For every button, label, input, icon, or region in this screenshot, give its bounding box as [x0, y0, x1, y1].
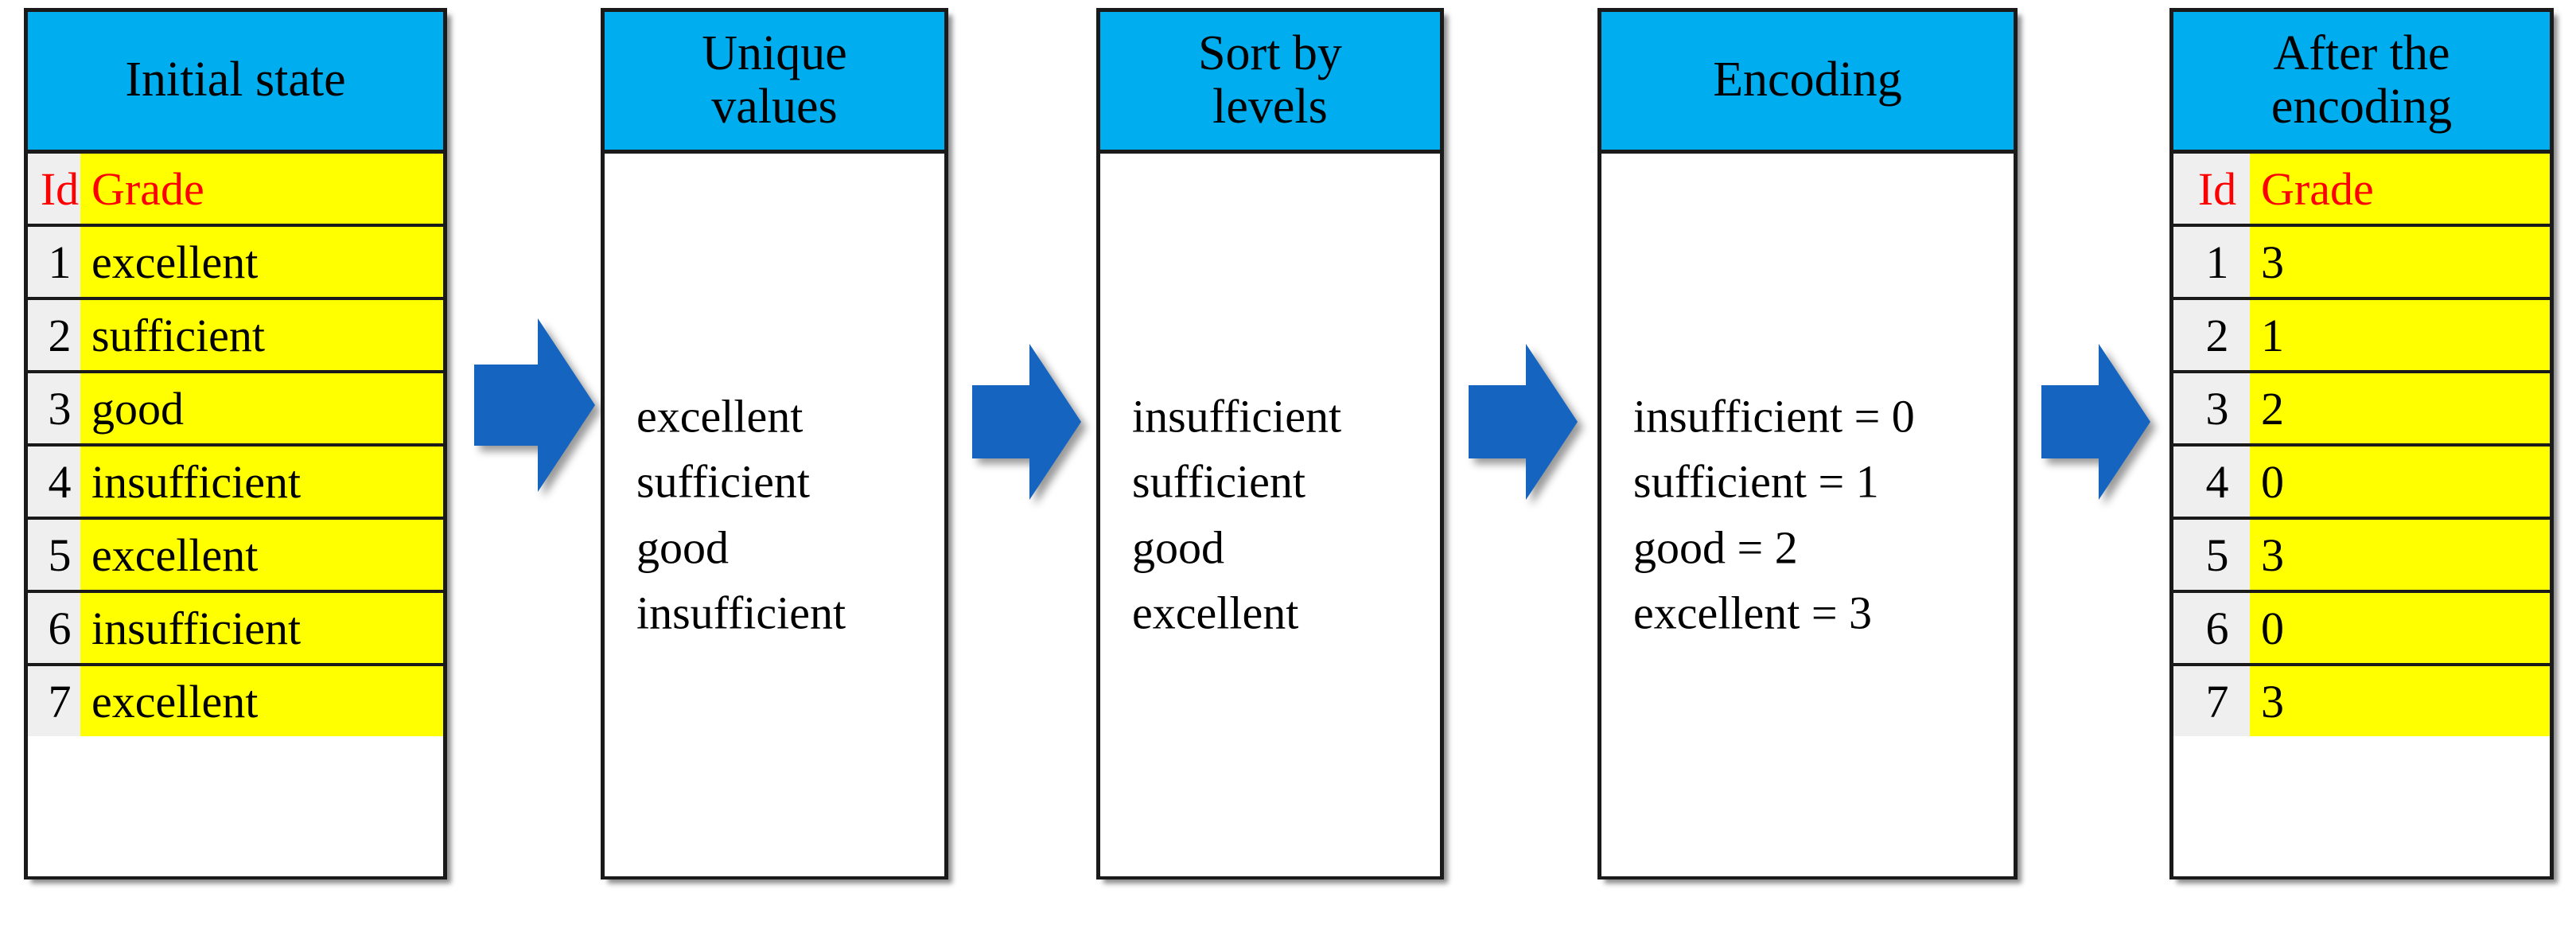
cell-id: 1 — [2173, 224, 2250, 298]
cell-id: 2 — [28, 297, 80, 372]
list-item: good — [1132, 521, 1224, 573]
cell-grade: good — [80, 370, 443, 445]
panel-body-encoding: insufficient = 0 sufficient = 1 good = 2… — [1601, 154, 2014, 876]
table-row: 6 0 — [2173, 590, 2550, 665]
panel-title-unique-values: Unique values — [605, 12, 944, 154]
panel-initial-state: Initial state Id Grade 1 excellent 2 suf… — [24, 8, 447, 879]
panel-body-unique-values: excellent sufficient good insufficient — [605, 154, 944, 876]
cell-grade: excellent — [80, 517, 443, 591]
table-row: 5 excellent — [28, 517, 443, 591]
table-row: 1 excellent — [28, 224, 443, 298]
table-after-the-encoding: Id Grade 1 3 2 1 3 2 — [2173, 154, 2550, 736]
list-item: excellent = 3 — [1633, 587, 1873, 639]
table-row: 7 excellent — [28, 663, 443, 736]
list-item: insufficient = 0 — [1633, 390, 1915, 443]
cell-grade: insufficient — [80, 443, 443, 518]
cell-id: 6 — [2173, 590, 2250, 665]
column-header-id: Id — [2173, 154, 2250, 225]
cell-id: 6 — [28, 590, 80, 665]
arrow-initial-to-unique — [471, 317, 598, 493]
column-header-grade: Grade — [80, 154, 443, 225]
cell-id: 4 — [2173, 443, 2250, 518]
column-header-id: Id — [28, 154, 80, 225]
cell-id: 5 — [2173, 517, 2250, 591]
cell-id: 3 — [2173, 370, 2250, 445]
list-item: excellent — [1132, 587, 1299, 639]
table-header-row: Id Grade — [2173, 154, 2550, 225]
cell-id: 2 — [2173, 297, 2250, 372]
cell-id: 7 — [2173, 663, 2250, 736]
table-row: 1 3 — [2173, 224, 2550, 298]
cell-grade: 0 — [2250, 590, 2550, 665]
cell-grade: 3 — [2250, 663, 2550, 736]
cell-id: 3 — [28, 370, 80, 445]
cell-grade: 1 — [2250, 297, 2550, 372]
panel-body-after-the-encoding: Id Grade 1 3 2 1 3 2 — [2173, 154, 2550, 876]
table-row: 7 3 — [2173, 663, 2550, 736]
panel-title-encoding: Encoding — [1601, 12, 2014, 154]
panel-title-initial-state: Initial state — [28, 12, 443, 154]
cell-grade: excellent — [80, 224, 443, 298]
table-row: 4 0 — [2173, 443, 2550, 518]
list-unique-values: excellent sufficient good insufficient — [636, 384, 936, 645]
table-row: 5 3 — [2173, 517, 2550, 591]
panel-body-sort-by-levels: insufficient sufficient good excellent — [1100, 154, 1440, 876]
column-header-grade: Grade — [2250, 154, 2550, 225]
list-item: sufficient — [636, 455, 810, 508]
panel-encoding: Encoding insufficient = 0 sufficient = 1… — [1597, 8, 2018, 879]
list-item: good — [636, 521, 729, 573]
cell-id: 4 — [28, 443, 80, 518]
panel-after-the-encoding: After the encoding Id Grade 1 3 2 1 — [2169, 8, 2554, 879]
table-header-row: Id Grade — [28, 154, 443, 225]
list-item: insufficient — [636, 587, 846, 639]
arrow-unique-to-sort — [969, 342, 1084, 501]
list-item: sufficient — [1132, 455, 1306, 508]
cell-grade: excellent — [80, 663, 443, 736]
list-item: good = 2 — [1633, 521, 1798, 573]
cell-id: 1 — [28, 224, 80, 298]
table-row: 6 insufficient — [28, 590, 443, 665]
cell-grade: 3 — [2250, 517, 2550, 591]
panel-unique-values: Unique values excellent sufficient good … — [601, 8, 948, 879]
panel-title-sort-by-levels: Sort by levels — [1100, 12, 1440, 154]
table-initial-state: Id Grade 1 excellent 2 sufficient 3 good — [28, 154, 443, 736]
arrow-sort-to-encoding — [1465, 342, 1581, 501]
arrow-encoding-to-after — [2038, 342, 2154, 501]
list-item: excellent — [636, 390, 804, 443]
table-row: 4 insufficient — [28, 443, 443, 518]
cell-id: 7 — [28, 663, 80, 736]
cell-grade: 3 — [2250, 224, 2550, 298]
table-row: 2 sufficient — [28, 297, 443, 372]
cell-grade: sufficient — [80, 297, 443, 372]
list-item: insufficient — [1132, 390, 1342, 443]
cell-id: 5 — [28, 517, 80, 591]
table-row: 3 good — [28, 370, 443, 445]
cell-grade: insufficient — [80, 590, 443, 665]
panel-body-initial-state: Id Grade 1 excellent 2 sufficient 3 good — [28, 154, 443, 876]
list-sorted-levels: insufficient sufficient good excellent — [1132, 384, 1432, 645]
panel-sort-by-levels: Sort by levels insufficient sufficient g… — [1096, 8, 1444, 879]
panel-title-after-the-encoding: After the encoding — [2173, 12, 2550, 154]
cell-grade: 0 — [2250, 443, 2550, 518]
table-row: 2 1 — [2173, 297, 2550, 372]
cell-grade: 2 — [2250, 370, 2550, 445]
table-row: 3 2 — [2173, 370, 2550, 445]
list-encoding-map: insufficient = 0 sufficient = 1 good = 2… — [1633, 384, 2006, 645]
list-item: sufficient = 1 — [1633, 455, 1879, 508]
